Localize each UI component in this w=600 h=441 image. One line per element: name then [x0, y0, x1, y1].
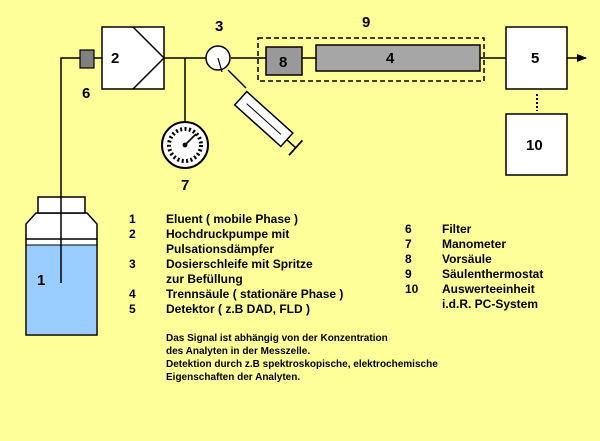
pump: 2 [101, 26, 166, 90]
legend-left-item-3-cont: zur Befüllung [129, 272, 343, 287]
evaluation-number: 10 [526, 137, 543, 154]
evaluation-unit [505, 113, 568, 176]
legend-right-item-7: 7 Manometer [405, 237, 543, 252]
separation-column [315, 44, 481, 72]
legend-text: Filter [442, 222, 472, 236]
legend-left: 1 Eluent ( mobile Phase ) 2 Hochdruckpumpe … [129, 212, 343, 317]
legend-text: i.d.R. PC-System [442, 297, 539, 311]
detector-note-line: Eigenschaften der Analyten. [166, 372, 301, 383]
legend-text: Vorsäule [442, 252, 492, 266]
eluent-number: 1 [37, 272, 45, 289]
legend-number: 5 [129, 302, 136, 316]
eluent-bottle: 1 [25, 196, 98, 336]
legend-text: Pulsationsdämpfer [166, 242, 275, 256]
legend-right-item-10-cont: i.d.R. PC-System [405, 297, 543, 312]
legend-number: 7 [405, 237, 412, 251]
legend-right-item-6: 6 Filter [405, 222, 543, 237]
injector-number: 3 [215, 18, 223, 35]
legend-number: 9 [405, 267, 412, 281]
legend-right-item-9: 9 Säulenthermostat [405, 267, 543, 282]
legend-left-item-2-cont: Pulsationsdämpfer [129, 242, 343, 257]
detector-note-line: Detektion durch z.B spektroskopische, el… [166, 359, 438, 370]
precolumn [265, 46, 303, 76]
legend-number [129, 242, 166, 257]
legend-text: Detektor ( z.B DAD, FLD ) [166, 302, 310, 316]
legend-left-item-5: 5 Detektor ( z.B DAD, FLD ) [129, 302, 343, 317]
legend-left-item-2: 2 Hochdruckpumpe mit [129, 227, 343, 242]
legend-right-item-8: 8 Vorsäule [405, 252, 543, 267]
detector-number: 5 [531, 50, 539, 67]
legend-number: 1 [129, 212, 136, 226]
pump-number: 2 [111, 50, 119, 67]
legend-left-item-3: 3 Dosierschleife mit Spritze [129, 257, 343, 272]
filter-number: 6 [82, 85, 90, 102]
column-thermostat [257, 37, 485, 82]
legend-number [129, 272, 166, 287]
detector-note-line: des Analyten in der Messzelle. [166, 346, 311, 357]
legend-number: 8 [405, 252, 412, 266]
legend-left-item-1: 1 Eluent ( mobile Phase ) [129, 212, 343, 227]
syringe [233, 90, 304, 156]
legend-text: Manometer [442, 237, 507, 251]
legend-number: 2 [129, 227, 136, 241]
column-number: 4 [386, 50, 395, 67]
legend-number: 3 [129, 257, 136, 271]
detector-note: Das Signal ist abhängig von der Konzentr… [166, 332, 438, 384]
legend-text: Auswerteeinheit [442, 282, 535, 296]
thermostat-number: 9 [362, 14, 370, 31]
legend-number [405, 297, 442, 312]
precolumn-number: 8 [279, 54, 287, 71]
detector-note-line: Das Signal ist abhängig von der Konzentr… [166, 333, 388, 344]
manometer: 7 [161, 58, 209, 194]
injector: 3 [205, 18, 304, 156]
legend-text: Hochdruckpumpe mit [166, 227, 290, 241]
legend-text: Säulenthermostat [442, 267, 544, 281]
legend-right: 6 Filter 7 Manometer 8 Vorsäule 9 Säulenthermos… [405, 222, 543, 312]
legend-text: zur Befüllung [166, 272, 243, 286]
legend-right-item-10: 10 Auswerteeinheit [405, 282, 543, 297]
legend-text: Eluent ( mobile Phase ) [166, 212, 299, 226]
filter [79, 49, 95, 69]
legend-number: 6 [405, 222, 412, 236]
legend-left-item-4: 4 Trennsäule ( stationäre Phase ) [129, 287, 343, 302]
legend-text: Trennsäule ( stationäre Phase ) [166, 287, 344, 301]
manometer-number: 7 [181, 177, 189, 194]
legend-number: 4 [129, 287, 136, 301]
detector [505, 26, 568, 90]
legend-number: 10 [405, 282, 419, 296]
legend-text: Dosierschleife mit Spritze [166, 257, 313, 271]
